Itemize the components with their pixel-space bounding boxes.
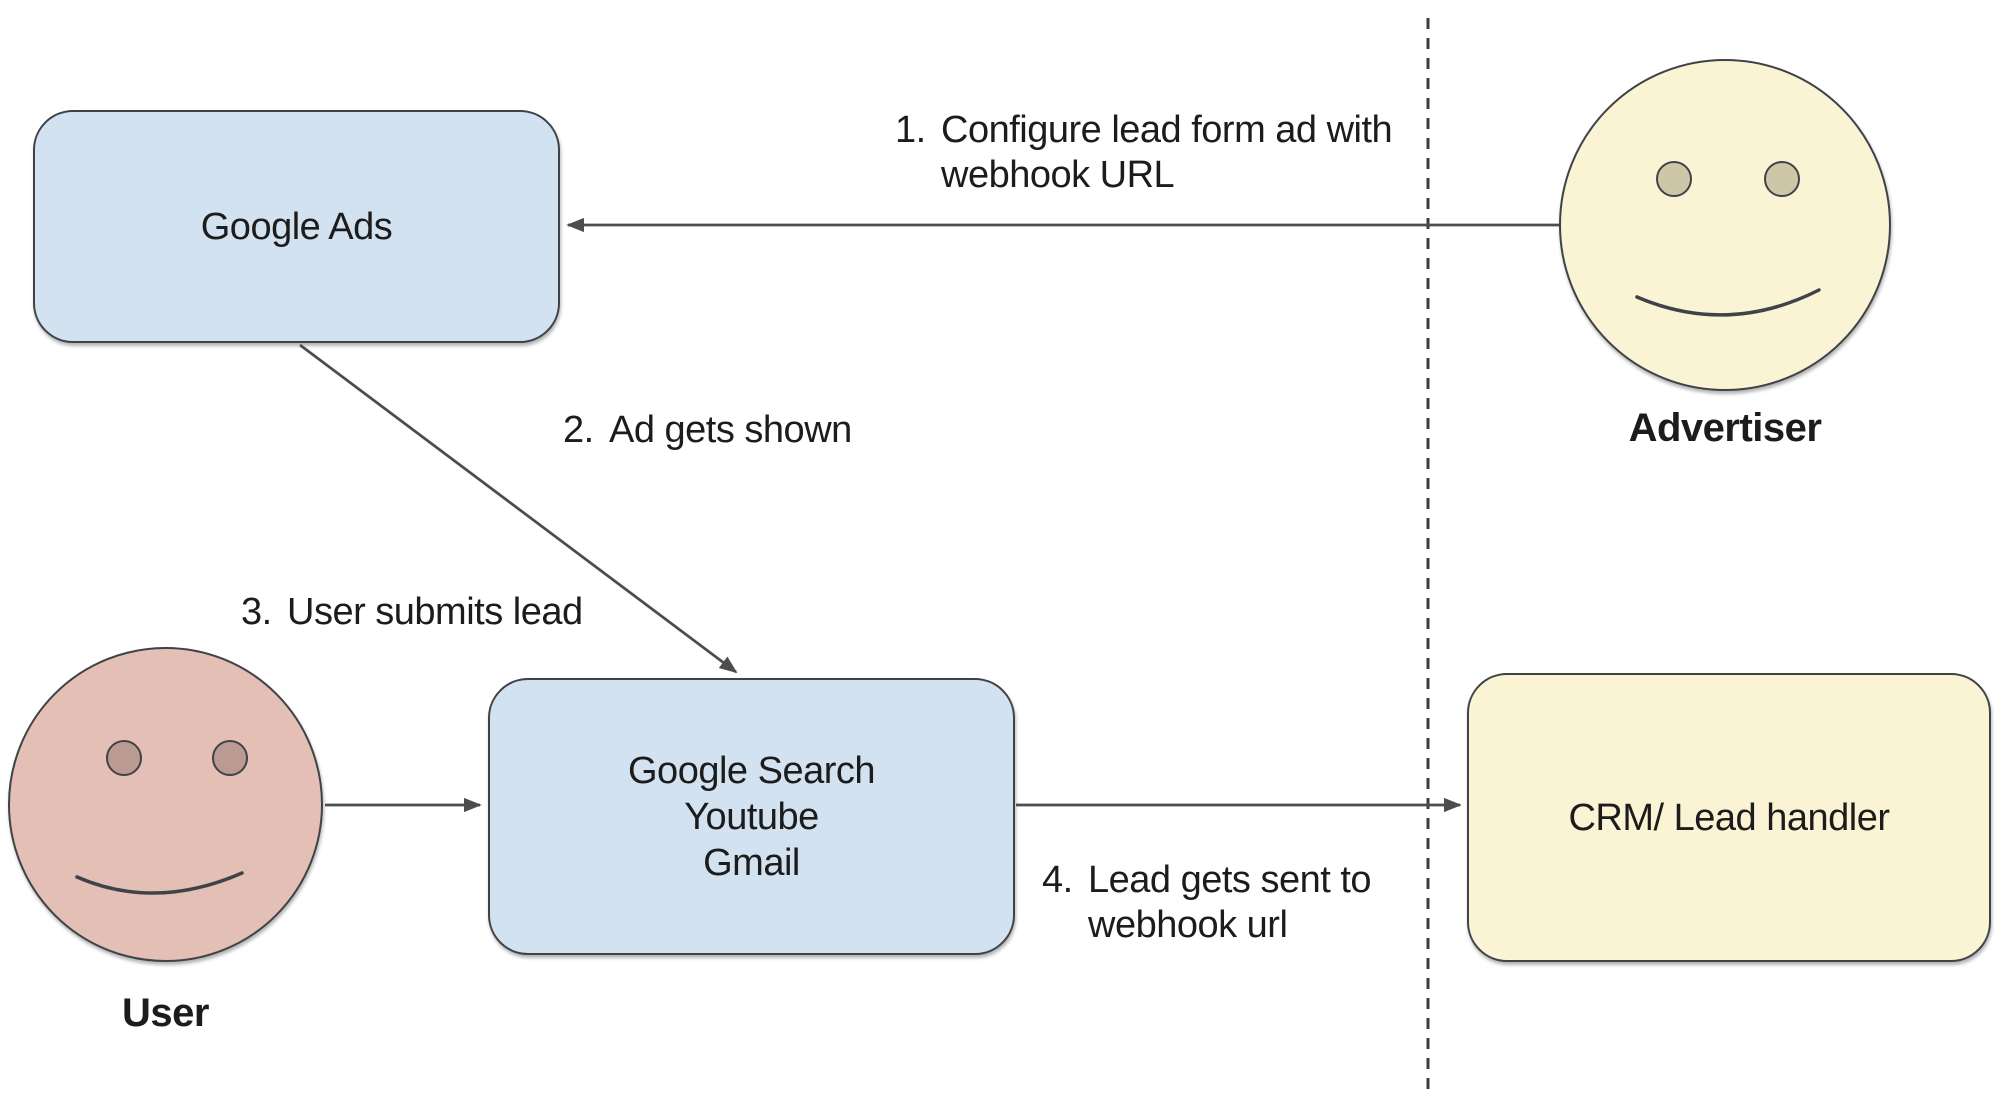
platforms-label: Google Search Youtube Gmail	[628, 748, 876, 886]
advertiser-right-eye-icon	[1764, 161, 1800, 197]
user-face-icon	[8, 647, 323, 962]
advertiser-left-eye-icon	[1656, 161, 1692, 197]
step-1-line-1: Configure lead form ad with	[941, 109, 1393, 151]
user-left-eye-icon	[106, 740, 142, 776]
step-3-text: User submits lead	[287, 591, 583, 633]
platforms-line-3: Gmail	[703, 841, 800, 884]
user-right-eye-icon	[212, 740, 248, 776]
crm-label: CRM/ Lead handler	[1568, 796, 1890, 839]
user-smile-icon	[75, 871, 244, 895]
step-2-number: 2.	[563, 409, 594, 451]
google-ads-node: Google Ads	[33, 110, 560, 343]
platforms-node: Google Search Youtube Gmail	[488, 678, 1015, 955]
step-1-line-2: webhook URL	[941, 154, 1175, 196]
advertiser-smile-icon	[1635, 288, 1821, 317]
step-4-annotation: 4. Lead gets sent to webhook url	[1042, 858, 1372, 948]
step-1-number: 1.	[895, 109, 926, 151]
step-3-annotation: 3. User submits lead	[241, 590, 583, 635]
advertiser-label: Advertiser	[1628, 406, 1822, 450]
step-1-annotation: 1. Configure lead form ad with webhook U…	[895, 108, 1393, 198]
step-4-text: Lead gets sent to webhook url	[1088, 858, 1372, 948]
step-4-line-1: Lead gets sent to	[1088, 859, 1372, 901]
user-label: User	[122, 991, 209, 1035]
platforms-line-2: Youtube	[684, 795, 819, 838]
platforms-line-1: Google Search	[628, 749, 876, 792]
step-2-annotation: 2. Ad gets shown	[563, 408, 852, 453]
crm-node: CRM/ Lead handler	[1467, 673, 1991, 962]
advertiser-face-icon	[1559, 59, 1891, 391]
step-2-text: Ad gets shown	[609, 409, 852, 451]
step-1-text: Configure lead form ad with webhook URL	[941, 108, 1393, 198]
step-4-line-2: webhook url	[1088, 904, 1288, 946]
google-ads-label: Google Ads	[200, 205, 393, 248]
step-4-number: 4.	[1042, 859, 1073, 901]
step-3-number: 3.	[241, 591, 272, 633]
